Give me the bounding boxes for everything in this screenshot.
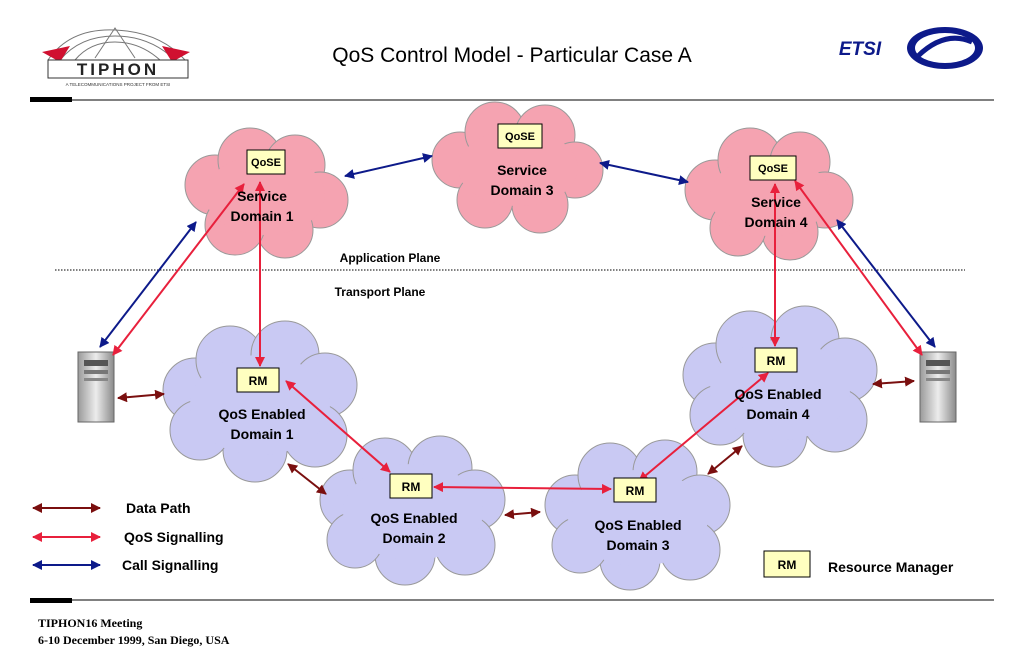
legend-data-path-label: Data Path (126, 500, 191, 516)
footer: TIPHON16 Meeting 6-10 December 1999, San… (38, 615, 229, 649)
server-right-icon (919, 351, 957, 423)
tiphon-logo-text: TIPHON (77, 60, 159, 79)
rm-label: RM (626, 484, 645, 498)
edge-qd3-qd4 (707, 445, 743, 475)
data-path-edges (117, 376, 915, 520)
sd3-label-line1: Service (497, 162, 547, 178)
legend-call-signalling-label: Call Signalling (122, 557, 218, 573)
edge-server-sd4 (836, 219, 936, 348)
rm-label: RM (767, 354, 786, 368)
etsi-logo: ETSI (839, 27, 983, 69)
edge-rm2-rm3 (433, 482, 612, 494)
qd3-label-line1: QoS Enabled (594, 517, 681, 533)
rm-label: RM (402, 480, 421, 494)
etsi-logo-text: ETSI (839, 39, 882, 60)
legend: Data Path QoS Signalling Call Signalling (32, 500, 224, 573)
application-plane-label: Application Plane (340, 251, 441, 265)
qose-box-sd3: QoSE (497, 123, 543, 149)
footer-line1: TIPHON16 Meeting (38, 616, 143, 630)
sd1-label-line2: Domain 1 (230, 208, 293, 224)
rm-box-qd3: RM (613, 477, 657, 503)
qd2-label-line1: QoS Enabled (370, 510, 457, 526)
edge-qd4-server (872, 376, 915, 389)
qd4-label-line2: Domain 4 (746, 406, 809, 422)
qd2-label-line2: Domain 2 (382, 530, 445, 546)
qose-label: QoSE (251, 157, 281, 169)
rm-box-qd4: RM (754, 347, 798, 373)
transport-plane-label: Transport Plane (335, 285, 426, 299)
tiphon-logo-tagline: A TELECOMMUNICATIONS PROJECT FROM ETSI (66, 82, 171, 87)
sd3-label-line2: Domain 3 (490, 182, 553, 198)
edge-sd3-sd4 (599, 160, 689, 185)
edge-qose4-server (794, 180, 923, 356)
edge-rm3-rm4 (638, 372, 769, 482)
rm-legend: RM Resource Manager (763, 550, 954, 578)
edge-server-sd1 (99, 221, 197, 348)
edge-sd1-sd3 (344, 153, 433, 179)
qd1-label-line1: QoS Enabled (218, 406, 305, 422)
edge-rm1-rm2 (285, 380, 391, 473)
edge-qd2-qd3 (504, 507, 541, 520)
qos-domain-3-cloud (544, 439, 731, 591)
qose-label: QoSE (505, 131, 535, 143)
sd1-label-line1: Service (237, 188, 287, 204)
qd1-label-line2: Domain 1 (230, 426, 293, 442)
rm-label: RM (249, 374, 268, 388)
qd3-label-line2: Domain 3 (606, 537, 669, 553)
sd4-label-line2: Domain 4 (744, 214, 807, 230)
footer-line2: 6-10 December 1999, San Diego, USA (38, 633, 230, 647)
rm-box-qd2: RM (389, 473, 433, 499)
rm-legend-box: RM (778, 558, 797, 572)
edge-server-qose1 (112, 183, 245, 356)
page-title: QoS Control Model - Particular Case A (332, 44, 692, 67)
qose-label: QoSE (758, 163, 788, 175)
qos-signalling-edges (112, 180, 923, 494)
rm-box-qd1: RM (236, 367, 280, 393)
legend-qos-signalling-label: QoS Signalling (124, 529, 224, 545)
edge-qd1-qd2 (287, 463, 327, 495)
server-left-icon (77, 351, 115, 423)
tiphon-logo: TIPHON A TELECOMMUNICATIONS PROJECT FROM… (42, 27, 190, 87)
qose-box-sd1: QoSE (246, 149, 286, 175)
qd4-label-line1: QoS Enabled (734, 386, 821, 402)
sd4-label-line1: Service (751, 194, 801, 210)
edge-server-qd1 (117, 389, 165, 403)
service-domain-3-cloud (431, 101, 604, 234)
rm-legend-label: Resource Manager (828, 559, 954, 575)
qose-box-sd4: QoSE (749, 155, 797, 181)
